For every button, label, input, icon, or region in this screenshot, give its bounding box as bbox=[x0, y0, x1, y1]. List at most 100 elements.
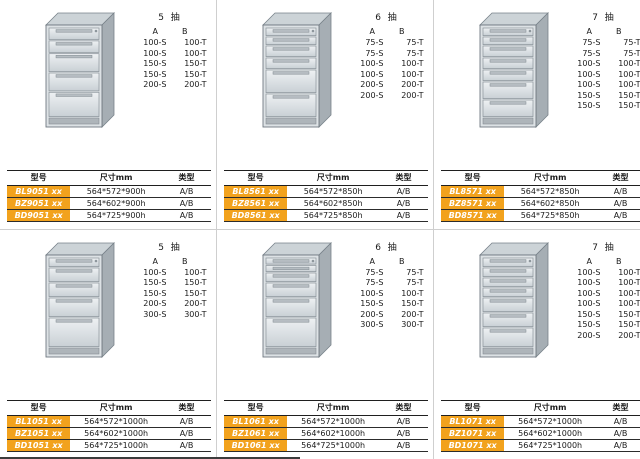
cabinet-illustration bbox=[42, 10, 118, 135]
model-cell: BL9051 xx bbox=[7, 185, 71, 198]
drawer-size-a: 100-S bbox=[577, 80, 601, 89]
drawer-size-b: 100-T bbox=[401, 69, 424, 79]
spec-col-header-b: B bbox=[181, 27, 188, 36]
drawer-size-b: 100-T bbox=[618, 288, 640, 298]
table-header: 类型 bbox=[596, 169, 640, 186]
type-cell: A/B bbox=[379, 185, 428, 198]
drawer-count-title: 6 抽 bbox=[375, 242, 399, 253]
drawer-size-a: 100-S bbox=[577, 267, 601, 277]
drawer-size-a: 150-S bbox=[577, 90, 601, 100]
drawer-size-b: 150-T bbox=[618, 320, 640, 329]
cabinet-illustration bbox=[476, 240, 552, 365]
size-cell: 564*725*1000h bbox=[287, 439, 380, 452]
type-cell: A/B bbox=[596, 209, 640, 222]
model-cell: BD8561 xx bbox=[224, 209, 288, 222]
drawer-size-a: 75-S bbox=[365, 38, 384, 47]
drawer-size-b: 150-T bbox=[184, 278, 207, 287]
model-cell: BL8571 xx bbox=[441, 185, 505, 198]
table-header: 类型 bbox=[162, 169, 211, 186]
drawer-size-a: 300-S bbox=[143, 309, 167, 319]
type-cell: A/B bbox=[379, 209, 428, 222]
drawer-size-a: 100-S bbox=[143, 267, 167, 277]
spec-col-header-a: A bbox=[369, 27, 375, 36]
drawer-size-a: 150-S bbox=[577, 101, 601, 110]
model-cell: BD1071 xx bbox=[441, 439, 505, 452]
size-cell: 564*725*1000h bbox=[504, 439, 597, 452]
table-header: 尺寸mm bbox=[504, 400, 597, 416]
type-cell: A/B bbox=[379, 427, 428, 440]
drawer-size-a: 150-S bbox=[577, 320, 601, 329]
spec-col-header-a: A bbox=[152, 27, 158, 36]
drawer-size-b: 100-T bbox=[618, 278, 640, 287]
model-cell: BZ1071 xx bbox=[441, 427, 505, 440]
model-cell: BD1061 xx bbox=[224, 439, 288, 452]
table-header: 尺寸mm bbox=[70, 400, 163, 416]
spec-col-header-a: A bbox=[586, 27, 592, 36]
table-header: 型号 bbox=[7, 169, 71, 186]
drawer-size-b: 300-T bbox=[401, 320, 424, 329]
drawer-size-a: 75-S bbox=[365, 267, 384, 277]
drawer-size-b: 300-T bbox=[184, 309, 207, 319]
spec-col-header-b: B bbox=[398, 27, 405, 36]
model-cell: BL8561 xx bbox=[224, 185, 288, 198]
drawer-count-title: 6 抽 bbox=[375, 13, 399, 23]
model-cell: BL1051 xx bbox=[7, 415, 71, 428]
drawer-size-a: 75-S bbox=[582, 48, 601, 58]
drawer-size-a: 200-S bbox=[143, 299, 167, 308]
table-header: 型号 bbox=[7, 400, 71, 416]
model-cell: BD9051 xx bbox=[7, 209, 71, 222]
drawer-count-title: 5 抽 bbox=[158, 242, 182, 253]
table-header: 类型 bbox=[379, 400, 428, 416]
drawer-size-b: 100-T bbox=[618, 69, 640, 79]
model-cell: BZ1051 xx bbox=[7, 427, 71, 440]
drawer-size-a: 75-S bbox=[582, 38, 601, 47]
drawer-size-b: 200-T bbox=[401, 90, 424, 100]
drawer-size-a: 75-S bbox=[365, 48, 384, 58]
drawer-size-b: 75-T bbox=[406, 267, 424, 277]
drawer-size-b: 150-T bbox=[184, 69, 207, 79]
size-cell: 564*602*850h bbox=[287, 197, 380, 210]
drawer-size-b: 150-T bbox=[618, 101, 640, 110]
spec-col-header-b: B bbox=[398, 256, 405, 266]
drawer-size-a: 150-S bbox=[143, 278, 167, 287]
drawer-size-b: 100-T bbox=[401, 288, 424, 298]
type-cell: A/B bbox=[162, 185, 211, 198]
drawer-row: 300-S 300-T bbox=[124, 310, 216, 321]
